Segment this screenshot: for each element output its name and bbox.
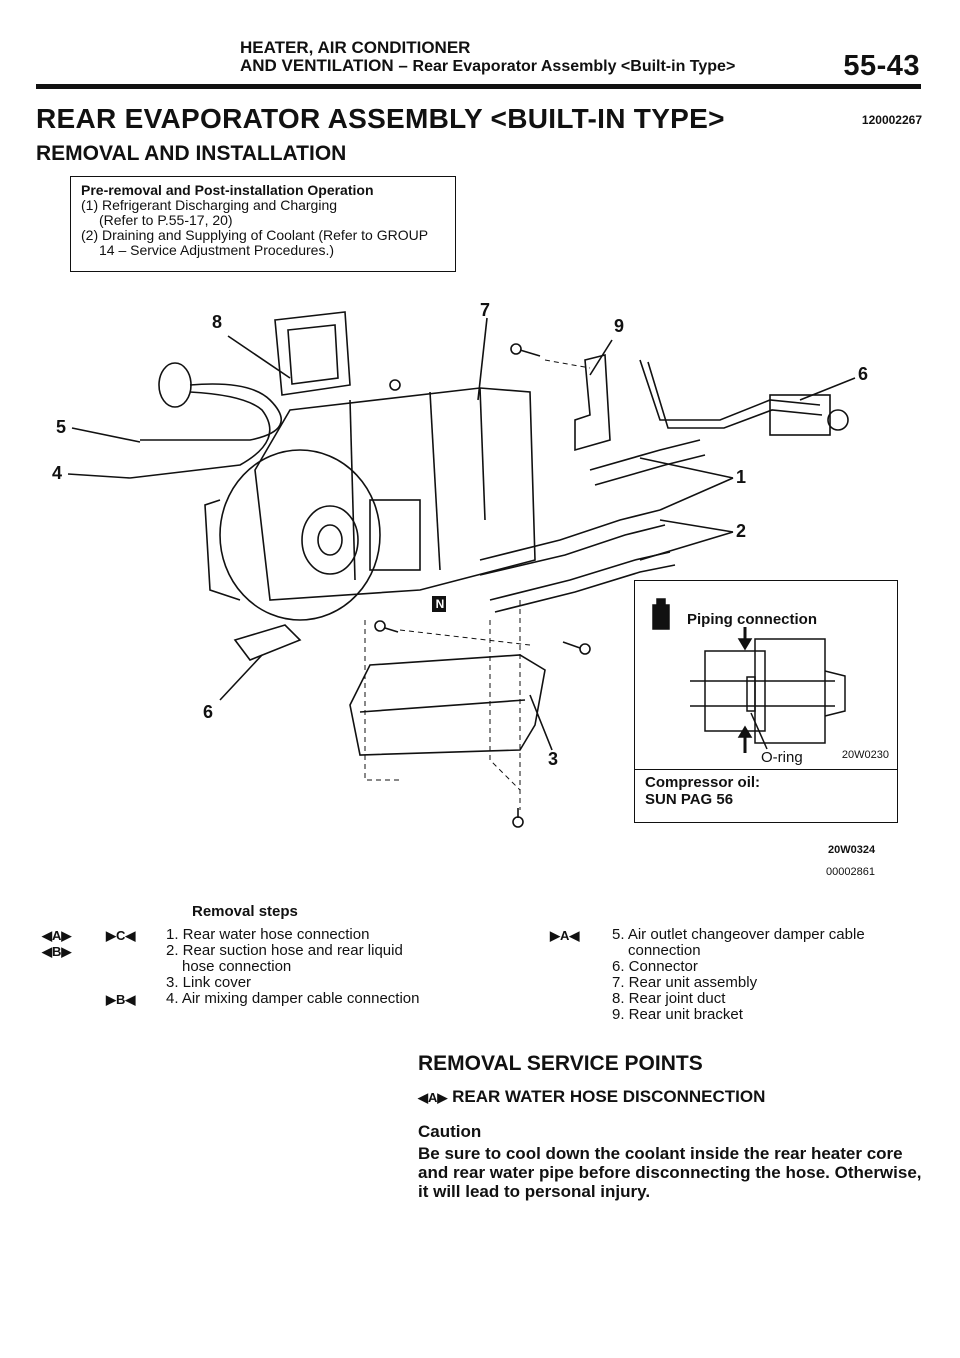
step-6: 6. Connector	[612, 958, 698, 975]
pre-removal-box: Pre-removal and Post-installation Operat…	[70, 176, 456, 272]
piping-connection-callout: Piping connection O-ring 20W0230 Compres…	[634, 580, 898, 823]
step-5-cont: connection	[628, 942, 701, 959]
page-number: 55-43	[843, 50, 920, 82]
compressor-oil-label: Compressor oil:	[645, 774, 761, 791]
page-title: REAR EVAPORATOR ASSEMBLY <BUILT-IN TYPE>	[36, 103, 725, 134]
label-6-top: 6	[858, 364, 869, 384]
step-5: 5. Air outlet changeover damper cable	[612, 926, 865, 943]
label-6-bottom: 6	[203, 702, 214, 722]
oring-label: O-ring	[761, 749, 803, 766]
callout-divider	[635, 769, 897, 770]
step-3: 3. Link cover	[166, 974, 252, 991]
pre-removal-item-1: (1) Refrigerant Discharging and Charging	[81, 197, 338, 213]
caution-body: Be sure to cool down the coolant inside …	[418, 1144, 922, 1201]
removal-steps-left: 1. Rear water hose connection 2. Rear su…	[166, 927, 419, 1007]
label-3: 3	[548, 749, 559, 769]
pre-removal-heading: Pre-removal and Post-installation Operat…	[81, 182, 374, 198]
compressor-oil-type: SUN PAG 56	[645, 791, 734, 808]
step-2-cont: hose connection	[182, 958, 292, 975]
service-points-heading: REMOVAL SERVICE POINTS	[418, 1052, 703, 1075]
figure-code-2: 00002861	[826, 866, 875, 878]
service-subheading: ◀A▶ REAR WATER HOSE DISCONNECTION	[418, 1087, 765, 1107]
label-9: 9	[614, 316, 625, 336]
step-9: 9. Rear unit bracket	[612, 1006, 743, 1023]
header-prefix: AND VENTILATION –	[240, 56, 413, 75]
pre-removal-item-2: (2) Draining and Supplying of Coolant (R…	[81, 227, 429, 243]
figure-code-1: 20W0324	[828, 844, 876, 856]
header-chapter: HEATER, AIR CONDITIONER	[240, 38, 471, 57]
service-subheading-text: REAR WATER HOSE DISCONNECTION	[452, 1087, 766, 1106]
step-7: 7. Rear unit assembly	[612, 974, 758, 991]
mark-b-step2: ◀B▶	[42, 944, 72, 959]
doc-code: 120002267	[861, 113, 922, 127]
mark-a-step1: ◀A▶	[42, 928, 72, 943]
label-7: 7	[480, 300, 491, 320]
removal-steps-heading: Removal steps	[192, 903, 298, 920]
pre-removal-item-1b: (Refer to P.55-17, 20)	[99, 212, 233, 228]
callout-code: 20W0230	[841, 749, 889, 761]
step-2: 2. Rear suction hose and rear liquid	[166, 942, 403, 959]
header-rule	[36, 84, 921, 89]
removal-steps-right: 5. Air outlet changeover damper cable co…	[612, 927, 865, 1023]
service-mark: ◀A▶	[418, 1090, 448, 1105]
mark-a-step5: ▶A◀	[550, 928, 580, 943]
pre-removal-item-2b: 14 – Service Adjustment Procedures.)	[99, 242, 335, 258]
label-5: 5	[56, 417, 67, 437]
label-8: 8	[212, 312, 223, 332]
piping-connection-drawing	[652, 598, 846, 753]
mark-c-step1: ▶C◀	[106, 928, 136, 943]
header-section-name: Rear Evaporator Assembly <Built-in Type>	[412, 58, 736, 75]
callout-title: Piping connection	[687, 611, 817, 628]
label-2: 2	[736, 521, 747, 541]
caution-label: Caution	[418, 1122, 482, 1141]
header-section: AND VENTILATION – Rear Evaporator Assemb…	[240, 56, 735, 76]
n-mark-box	[432, 596, 446, 612]
step-8: 8. Rear joint duct	[612, 990, 726, 1007]
step-4: 4. Air mixing damper cable connection	[166, 990, 420, 1007]
label-4: 4	[52, 463, 63, 483]
n-mark: N	[435, 597, 445, 611]
section-subtitle: REMOVAL AND INSTALLATION	[36, 142, 347, 165]
label-1: 1	[736, 467, 747, 487]
step-1: 1. Rear water hose connection	[166, 926, 370, 943]
mark-b-step4: ▶B◀	[106, 992, 136, 1007]
exploded-diagram	[67, 311, 856, 828]
